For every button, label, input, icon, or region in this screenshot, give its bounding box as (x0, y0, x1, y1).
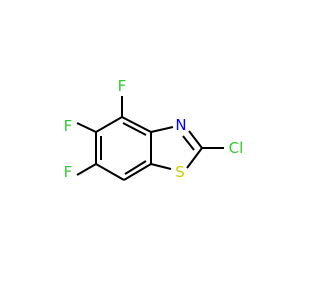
bond-c5-f (76, 122, 97, 133)
bond-c6-c7 (95, 163, 125, 181)
structure-drawing: F F F N S Cl (64, 77, 244, 181)
bond-n3-c2-inner (182, 135, 195, 151)
bond-c3a-c4 (121, 116, 152, 133)
atom-f4-label: F (118, 77, 127, 95)
bond-s1-c7a (150, 163, 172, 170)
bond-c7-c7a (123, 163, 152, 181)
atom-n3-label: N (175, 116, 186, 134)
bond-c2-s1 (186, 147, 203, 169)
bond-c6-f (76, 163, 97, 176)
atom-f6-label: F (64, 163, 73, 181)
atom-cl-label: Cl (229, 139, 244, 157)
atom-s1-label: S (175, 163, 185, 181)
bond-c3a-n3 (150, 126, 174, 133)
atom-f5-label: F (64, 117, 73, 135)
bond-c3a-c4-inner (122, 122, 147, 136)
bond-n3-c2 (188, 130, 203, 149)
molecule-canvas: F F F N S Cl (63, 77, 244, 181)
bond-c7-c7a-inner (124, 160, 147, 175)
bond-c4-c5 (95, 116, 123, 133)
